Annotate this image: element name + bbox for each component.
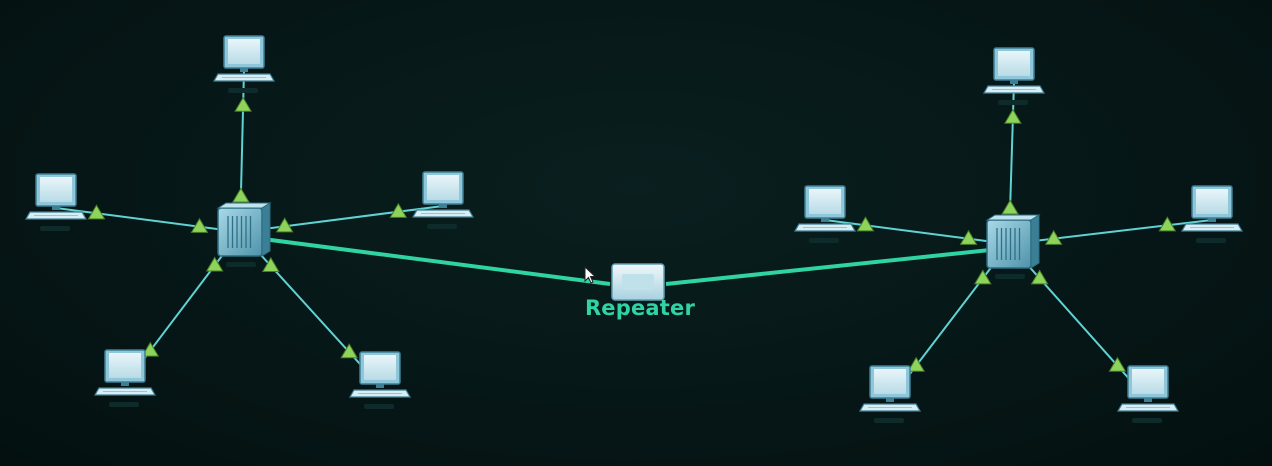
link-indicator-icon bbox=[1108, 356, 1127, 372]
cable-link bbox=[55, 207, 241, 233]
computer-icon[interactable] bbox=[93, 349, 157, 407]
link-indicator-icon bbox=[1044, 229, 1063, 245]
computer-icon[interactable] bbox=[1116, 365, 1180, 423]
link-indicator-icon bbox=[973, 269, 992, 285]
trunk-cable bbox=[665, 246, 1010, 286]
devices-layer bbox=[24, 35, 1244, 423]
repeater-label: Repeater bbox=[584, 296, 696, 320]
trunk-cable bbox=[239, 234, 611, 286]
link-indicator-icon bbox=[1030, 269, 1049, 285]
computer-icon[interactable] bbox=[348, 351, 412, 409]
link-indicator-icon bbox=[205, 256, 224, 272]
computer-icon[interactable] bbox=[1180, 185, 1244, 243]
link-indicator-icon bbox=[190, 217, 209, 233]
repeater-icon[interactable] bbox=[611, 263, 665, 301]
link-indicator-icon bbox=[261, 256, 280, 272]
link-indicator-icon bbox=[340, 343, 359, 359]
link-indicator-icon bbox=[1001, 199, 1019, 215]
computer-icon[interactable] bbox=[24, 173, 88, 231]
computer-icon[interactable] bbox=[411, 171, 475, 229]
link-indicator-icon bbox=[389, 202, 408, 218]
cable-link bbox=[824, 219, 1010, 245]
hub-icon[interactable] bbox=[985, 214, 1041, 279]
mouse-cursor-icon bbox=[584, 266, 597, 284]
cable-link bbox=[239, 231, 381, 387]
link-indicator-icon bbox=[87, 204, 106, 220]
link-indicators-layer bbox=[87, 96, 1177, 372]
computer-icon[interactable] bbox=[793, 185, 857, 243]
computer-icon[interactable] bbox=[212, 35, 276, 93]
link-indicator-icon bbox=[856, 216, 875, 232]
computer-icon[interactable] bbox=[858, 365, 922, 423]
hub-icon[interactable] bbox=[216, 202, 272, 267]
cable-link bbox=[239, 205, 444, 233]
link-indicator-icon bbox=[141, 341, 160, 357]
cable-link bbox=[1008, 219, 1213, 245]
link-indicator-icon bbox=[1004, 108, 1022, 124]
link-indicator-icon bbox=[907, 356, 926, 372]
computer-icon[interactable] bbox=[982, 47, 1046, 105]
cable-link bbox=[1008, 243, 1149, 401]
link-indicator-icon bbox=[232, 187, 250, 203]
link-indicator-icon bbox=[1158, 216, 1177, 232]
link-indicator-icon bbox=[959, 229, 978, 245]
link-indicator-icon bbox=[234, 96, 252, 112]
link-indicator-icon bbox=[275, 217, 294, 233]
